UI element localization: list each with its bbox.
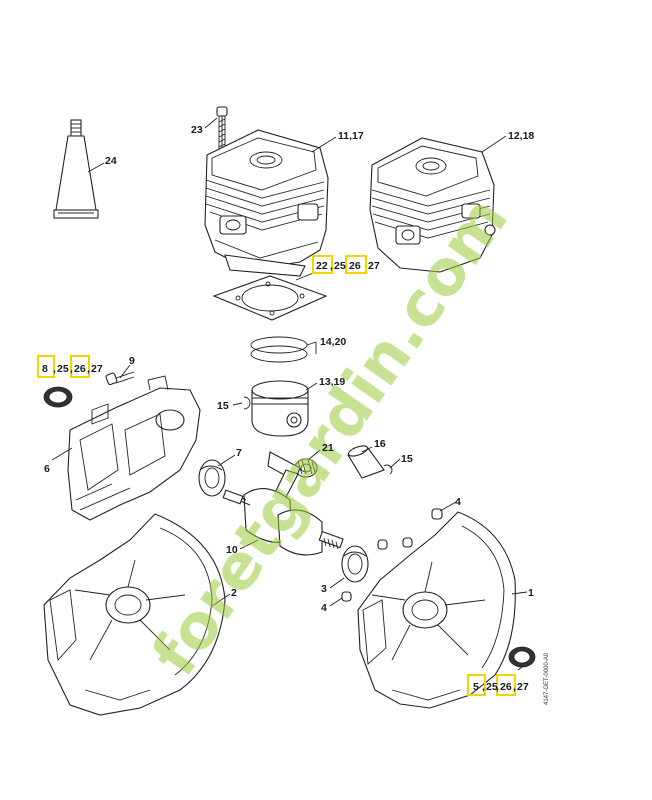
callout-separators: , , , , , , ,: [53, 260, 516, 693]
callout-27-bottom: 27: [517, 681, 529, 693]
part-12-18-cylinder: [369, 137, 496, 273]
highlight-22: [312, 255, 333, 274]
callout-14-20: 14,20: [320, 336, 346, 348]
callout-12-18: 12,18: [508, 130, 534, 142]
part-11-17-cylinder: [204, 129, 329, 277]
leader-lines: [51, 117, 528, 671]
highlight-26-bottom: [496, 674, 516, 696]
callout-2: 2: [231, 587, 237, 599]
callout-22: 22: [316, 260, 328, 272]
part-gasket: [212, 275, 328, 321]
svg-text:,: ,: [482, 681, 485, 693]
part-7-bearing: [198, 459, 226, 497]
callout-16: 16: [374, 438, 386, 450]
part-15-circlip: [243, 396, 251, 410]
callout-1: 1: [528, 587, 534, 599]
callout-3: 3: [321, 583, 327, 595]
callout-8: 8: [42, 363, 48, 375]
part-1-crankcase-right: [357, 511, 516, 709]
callout-13-19: 13,19: [319, 376, 345, 388]
highlight-26-left: [70, 355, 90, 378]
callout-25-left: 25: [57, 363, 69, 375]
part-5-oil-seal: [508, 646, 536, 668]
part-9-screw: [105, 371, 135, 386]
callout-23: 23: [191, 124, 203, 136]
part-23-screw: [216, 106, 228, 150]
part-8-oil-seal: [43, 386, 73, 408]
callout-11-17: 11,17: [338, 130, 364, 142]
svg-text:,: ,: [70, 363, 73, 375]
callout-21: 21: [322, 442, 334, 454]
part-24-grease-tube: [53, 119, 99, 219]
highlight-8: [37, 355, 55, 378]
callout-27-top: 27: [368, 260, 380, 272]
part-13-19-piston: [251, 380, 309, 437]
callout-15-right: 15: [401, 453, 413, 465]
callout-4-top: 4: [455, 496, 461, 508]
drawing-code: 4147-GET-0000-A0: [544, 652, 550, 705]
callout-15-left: 15: [217, 400, 229, 412]
callout-5: 5: [473, 681, 479, 693]
callout-6: 6: [44, 463, 50, 475]
svg-text:,: ,: [87, 363, 90, 375]
part-16-piston-pin: [347, 445, 385, 479]
part-10-crankshaft: [222, 451, 344, 556]
part-3-bearing: [341, 545, 369, 583]
callout-10: 10: [226, 544, 238, 556]
svg-text:,: ,: [53, 363, 56, 375]
callout-26-bottom: 26: [500, 681, 512, 693]
callout-7: 7: [236, 447, 242, 459]
callout-9: 9: [129, 355, 135, 367]
callout-4-left: 4: [321, 602, 327, 614]
highlight-26-top: [345, 255, 367, 274]
callout-26-top: 26: [349, 260, 361, 272]
svg-text:,: ,: [330, 260, 333, 272]
callout-24: 24: [105, 155, 117, 167]
callout-27-left: 27: [91, 363, 103, 375]
callout-labels: 24 23 11,17 12,18 22 25 26 27 14,20 13,1…: [42, 124, 534, 693]
callout-25-top: 25: [334, 260, 346, 272]
svg-text:,: ,: [496, 681, 499, 693]
part-4-plugs: [341, 508, 443, 602]
highlight-5: [467, 674, 486, 696]
part-15-circlip-b: [383, 464, 393, 475]
part-21-needle-cage: [294, 458, 318, 478]
part-6-bracket: [67, 375, 201, 521]
svg-text:,: ,: [513, 681, 516, 693]
callout-25-bottom: 25: [486, 681, 498, 693]
part-2-crankcase-left: [43, 513, 226, 716]
highlight-boxes: [37, 255, 516, 696]
part-14-20-piston-rings: [250, 336, 308, 363]
callout-26-left: 26: [74, 363, 86, 375]
